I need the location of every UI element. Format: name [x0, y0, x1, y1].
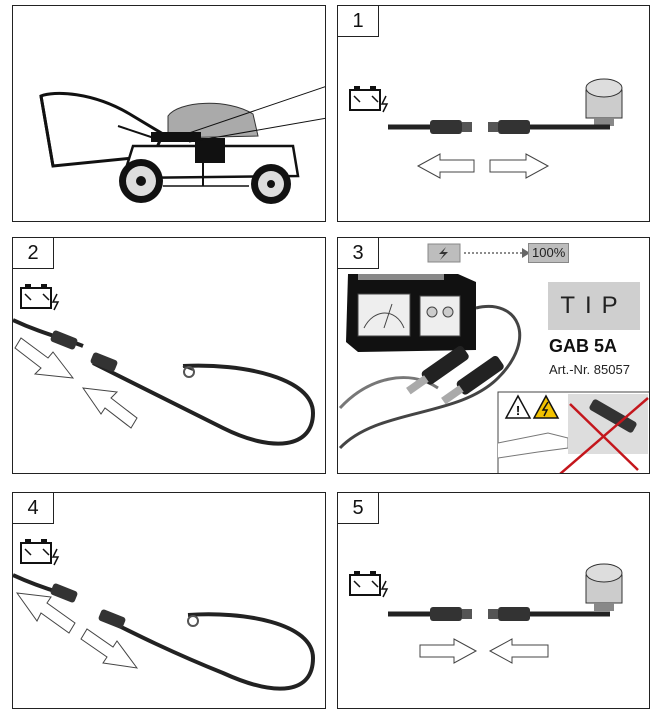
charger-cable	[338, 305, 522, 450]
arrow-out-right-icon	[80, 628, 139, 669]
panel-step-4: 4	[12, 492, 326, 709]
arrow-left-icon	[416, 153, 475, 179]
step-number: 3	[338, 238, 379, 269]
panel-mower	[12, 5, 326, 222]
charger-icon	[346, 274, 476, 352]
connector-right	[98, 609, 126, 629]
arrow-right-icon	[489, 153, 550, 179]
electric-warning-icon	[532, 394, 560, 419]
svg-text:!: !	[516, 403, 520, 418]
clamp-right	[441, 355, 504, 405]
tip-label: TIP	[548, 282, 640, 330]
article-number: Art.-Nr. 85057	[549, 362, 630, 377]
rear-wheel	[119, 159, 163, 203]
cable-connector-right	[488, 607, 610, 621]
arrow-in-left-icon	[81, 387, 138, 429]
warning-icon: !	[504, 394, 532, 419]
cable-connector-left	[388, 607, 472, 621]
panel-step-2: 2	[12, 237, 326, 474]
product-name: GAB 5A	[549, 336, 618, 356]
step-number: 4	[13, 493, 54, 524]
panel-step-1: 1	[337, 5, 650, 222]
battery-icon	[20, 284, 60, 311]
engine-icon	[585, 78, 623, 126]
panel-step-3: 3	[337, 237, 650, 474]
cable	[13, 318, 316, 446]
step-number: 5	[338, 493, 379, 524]
ring-terminal	[183, 366, 195, 378]
front-wheel	[251, 164, 291, 204]
connector-left	[50, 583, 78, 603]
arrow-out-left-icon	[15, 592, 76, 634]
arrow-right-icon	[419, 638, 478, 664]
cable-connector-right	[488, 120, 610, 134]
battery-icon	[20, 539, 60, 566]
charging-progress	[427, 243, 530, 263]
connector-left	[50, 330, 78, 350]
ring-terminal	[187, 615, 199, 627]
lightning-icon	[439, 247, 448, 260]
step-number: 1	[338, 6, 379, 37]
warning-inset: !	[497, 391, 649, 473]
cable-connector-left	[388, 120, 472, 134]
lawnmower-illustration	[39, 86, 325, 204]
connector-right	[90, 352, 118, 372]
charge-level: 100%	[528, 243, 570, 263]
arrow-in-right-icon	[14, 337, 75, 379]
panel-step-5: 5	[337, 492, 650, 709]
step-number: 2	[13, 238, 54, 269]
battery-icon	[349, 86, 389, 113]
engine-icon	[585, 563, 623, 611]
arrow-left-icon	[488, 638, 549, 664]
clamp-left	[406, 345, 469, 395]
battery-icon	[349, 571, 389, 598]
